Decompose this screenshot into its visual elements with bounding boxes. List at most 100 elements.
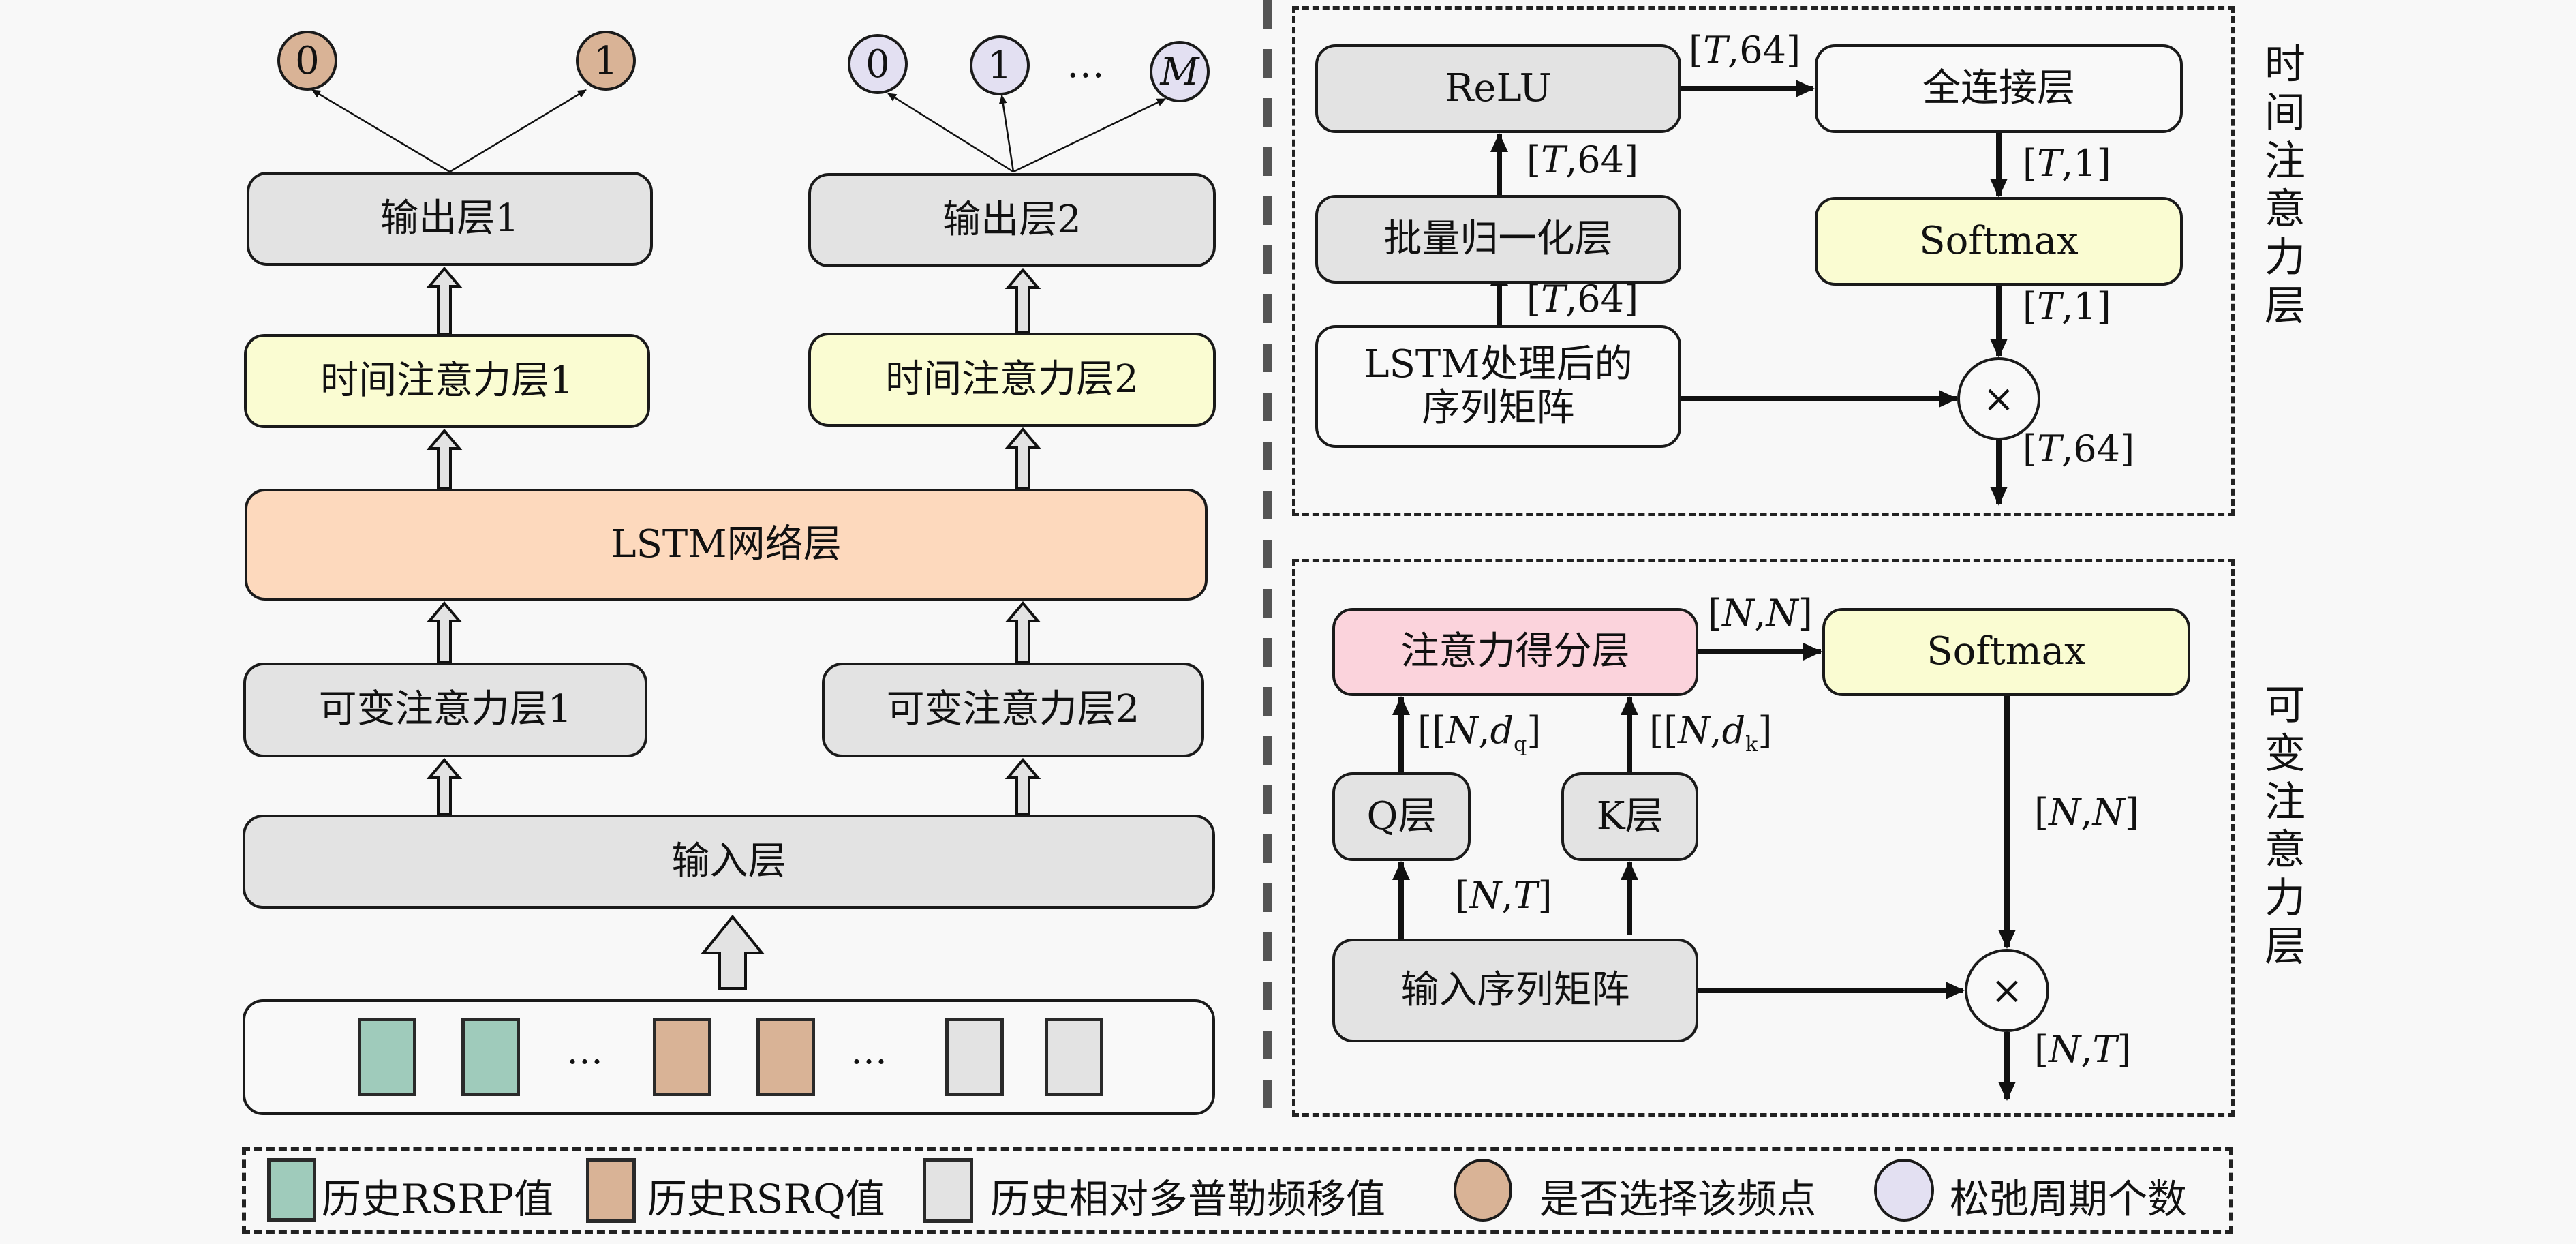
output-node-select-0: 0 — [277, 31, 337, 91]
temporal-softmax-label: Softmax — [1919, 218, 2079, 263]
attention-score-box: 注意力得分层 — [1332, 608, 1698, 696]
lstm-network-layer: LSTM网络层 — [245, 489, 1208, 601]
feature-cell-rsrp — [358, 1018, 416, 1096]
feature-ellipsis: … — [566, 1029, 603, 1072]
dim-temporal-output: [T,64] — [2023, 427, 2135, 470]
output-nodes-ellipsis: … — [1067, 42, 1105, 87]
legend-label-relax: 松弛周期个数 — [1950, 1176, 2188, 1222]
arrow-out2-to-node1 — [998, 95, 1015, 172]
legend-swatch-rsrq — [586, 1158, 636, 1223]
input-sequence-matrix-box: 输入序列矩阵 — [1332, 939, 1698, 1042]
output-node-relax-0: 0 — [848, 34, 908, 94]
score-label: 注意力得分层 — [1400, 629, 1630, 674]
output-layer-2: 输出层2 — [808, 173, 1216, 267]
legend-swatch-relax — [1874, 1159, 1934, 1222]
arrow-out1-to-node0 — [311, 89, 450, 173]
arrow-out2-to-node0 — [887, 92, 1014, 173]
node-label: 0 — [865, 42, 890, 87]
lstm-layer-label: LSTM网络层 — [611, 521, 842, 566]
input-matrix-label: 输入序列矩阵 — [1400, 967, 1630, 1012]
variable-attention-layer-1: 可变注意力层1 — [243, 663, 647, 757]
arrow-out1-to-node1 — [449, 89, 587, 173]
legend-label-rsrp: 历史RSRP值 — [322, 1176, 554, 1222]
temporal-attention-layer-2: 时间注意力层2 — [808, 333, 1216, 427]
node-label: 0 — [295, 38, 320, 83]
legend — [242, 1147, 2233, 1234]
feature-ellipsis: … — [850, 1029, 887, 1072]
temporal-attention-layer-1: 时间注意力层1 — [244, 334, 650, 428]
dim-fc-to-softmax: [T,1] — [2023, 142, 2111, 185]
legend-label-doppler: 历史相对多普勒频移值 — [990, 1176, 1386, 1222]
legend-label-rsrq: 历史RSRQ值 — [647, 1176, 885, 1222]
arrow-va2-to-lstm — [1005, 601, 1041, 664]
dim-lstm-to-bn: [T,64] — [1527, 277, 1639, 320]
arrow-va1-to-lstm — [426, 601, 463, 664]
q-layer-box: Q层 — [1332, 772, 1471, 861]
input-layer: 输入层 — [243, 815, 1215, 909]
dim-bn-to-relu: [T,64] — [1527, 138, 1639, 181]
feature-cell-doppler — [945, 1018, 1004, 1096]
dim-variable-output: [N,T] — [2034, 1028, 2132, 1071]
dim-relu-to-fc: [T,64] — [1689, 29, 1801, 72]
variable-softmax-label: Softmax — [1927, 629, 2086, 674]
feature-cell-doppler — [1045, 1018, 1103, 1096]
q-layer-label: Q层 — [1366, 793, 1437, 838]
node-label: 1 — [594, 38, 618, 83]
variable-attention-panel — [1292, 559, 2235, 1117]
arrow-input-to-va1 — [426, 757, 463, 816]
output-node-relax-M: M — [1150, 41, 1210, 102]
arrow-out2-to-nodeM — [1013, 97, 1166, 173]
node-label: M — [1160, 49, 1199, 94]
big-input-arrow — [700, 914, 765, 990]
feature-cell-rsrp — [461, 1018, 520, 1096]
fc-label: 全连接层 — [1922, 65, 2075, 110]
dim-score-to-softmax: [N,N] — [1708, 592, 1813, 635]
output-layer-2-label: 输出层2 — [942, 197, 1082, 242]
temporal-attention-panel — [1292, 6, 2235, 516]
arrow-lstm-to-ta1 — [426, 428, 463, 490]
legend-swatch-doppler — [923, 1158, 973, 1223]
multiply-sign: × — [1991, 968, 2023, 1013]
multiply-sign: × — [1982, 376, 2015, 421]
relu-label: ReLU — [1445, 65, 1552, 110]
variable-attention-1-label: 可变注意力层1 — [318, 687, 572, 732]
node-label: 1 — [987, 43, 1012, 88]
dim-q-to-score: [[N,dq] — [1417, 709, 1542, 757]
legend-label-select: 是否选择该频点 — [1539, 1176, 1817, 1222]
output-layer-1: 输出层1 — [247, 172, 653, 266]
k-layer-box: K层 — [1561, 772, 1698, 861]
k-layer-label: K层 — [1596, 793, 1663, 838]
batch-norm-box: 批量归一化层 — [1315, 195, 1681, 284]
arrow-ta2-to-out2 — [1005, 267, 1041, 334]
variable-attention-layer-2: 可变注意力层2 — [822, 663, 1204, 757]
temporal-attention-1-label: 时间注意力层1 — [320, 358, 574, 403]
dim-k-to-score: [[N,dk] — [1649, 709, 1773, 757]
variable-softmax-box: Softmax — [1822, 608, 2190, 696]
output-layer-1-label: 输出层1 — [380, 196, 519, 241]
output-node-select-1: 1 — [576, 31, 636, 91]
fully-connected-box: 全连接层 — [1815, 44, 2183, 133]
temporal-multiply-node: × — [1957, 357, 2040, 440]
dim-input-to-qk: [N,T] — [1455, 874, 1552, 917]
variable-panel-title: 可变注意力层 — [2265, 682, 2305, 971]
bn-label: 批量归一化层 — [1383, 216, 1613, 261]
feature-cell-rsrq — [756, 1018, 815, 1096]
dim-softmax-to-mul: [T,1] — [2023, 285, 2111, 328]
temporal-softmax-box: Softmax — [1815, 197, 2183, 286]
arrow-ta1-to-out1 — [426, 266, 463, 335]
relu-box: ReLU — [1315, 44, 1681, 133]
legend-swatch-select — [1454, 1159, 1512, 1222]
variable-multiply-node: × — [1965, 949, 2049, 1032]
input-layer-label: 输入层 — [671, 838, 786, 883]
lstm-output-label: LSTM处理后的序列矩阵 — [1364, 342, 1633, 430]
variable-attention-2-label: 可变注意力层2 — [886, 687, 1140, 732]
arrow-input-to-va2 — [1005, 757, 1041, 816]
output-node-relax-1: 1 — [970, 35, 1030, 95]
legend-swatch-rsrp — [267, 1158, 316, 1222]
lstm-output-matrix-box: LSTM处理后的序列矩阵 — [1315, 325, 1681, 448]
arrow-lstm-to-ta2 — [1005, 427, 1041, 490]
dim-softmax-to-mul2: [N,N] — [2034, 791, 2139, 834]
feature-cell-rsrq — [653, 1018, 711, 1096]
temporal-panel-title: 时间注意力层 — [2265, 41, 2305, 330]
